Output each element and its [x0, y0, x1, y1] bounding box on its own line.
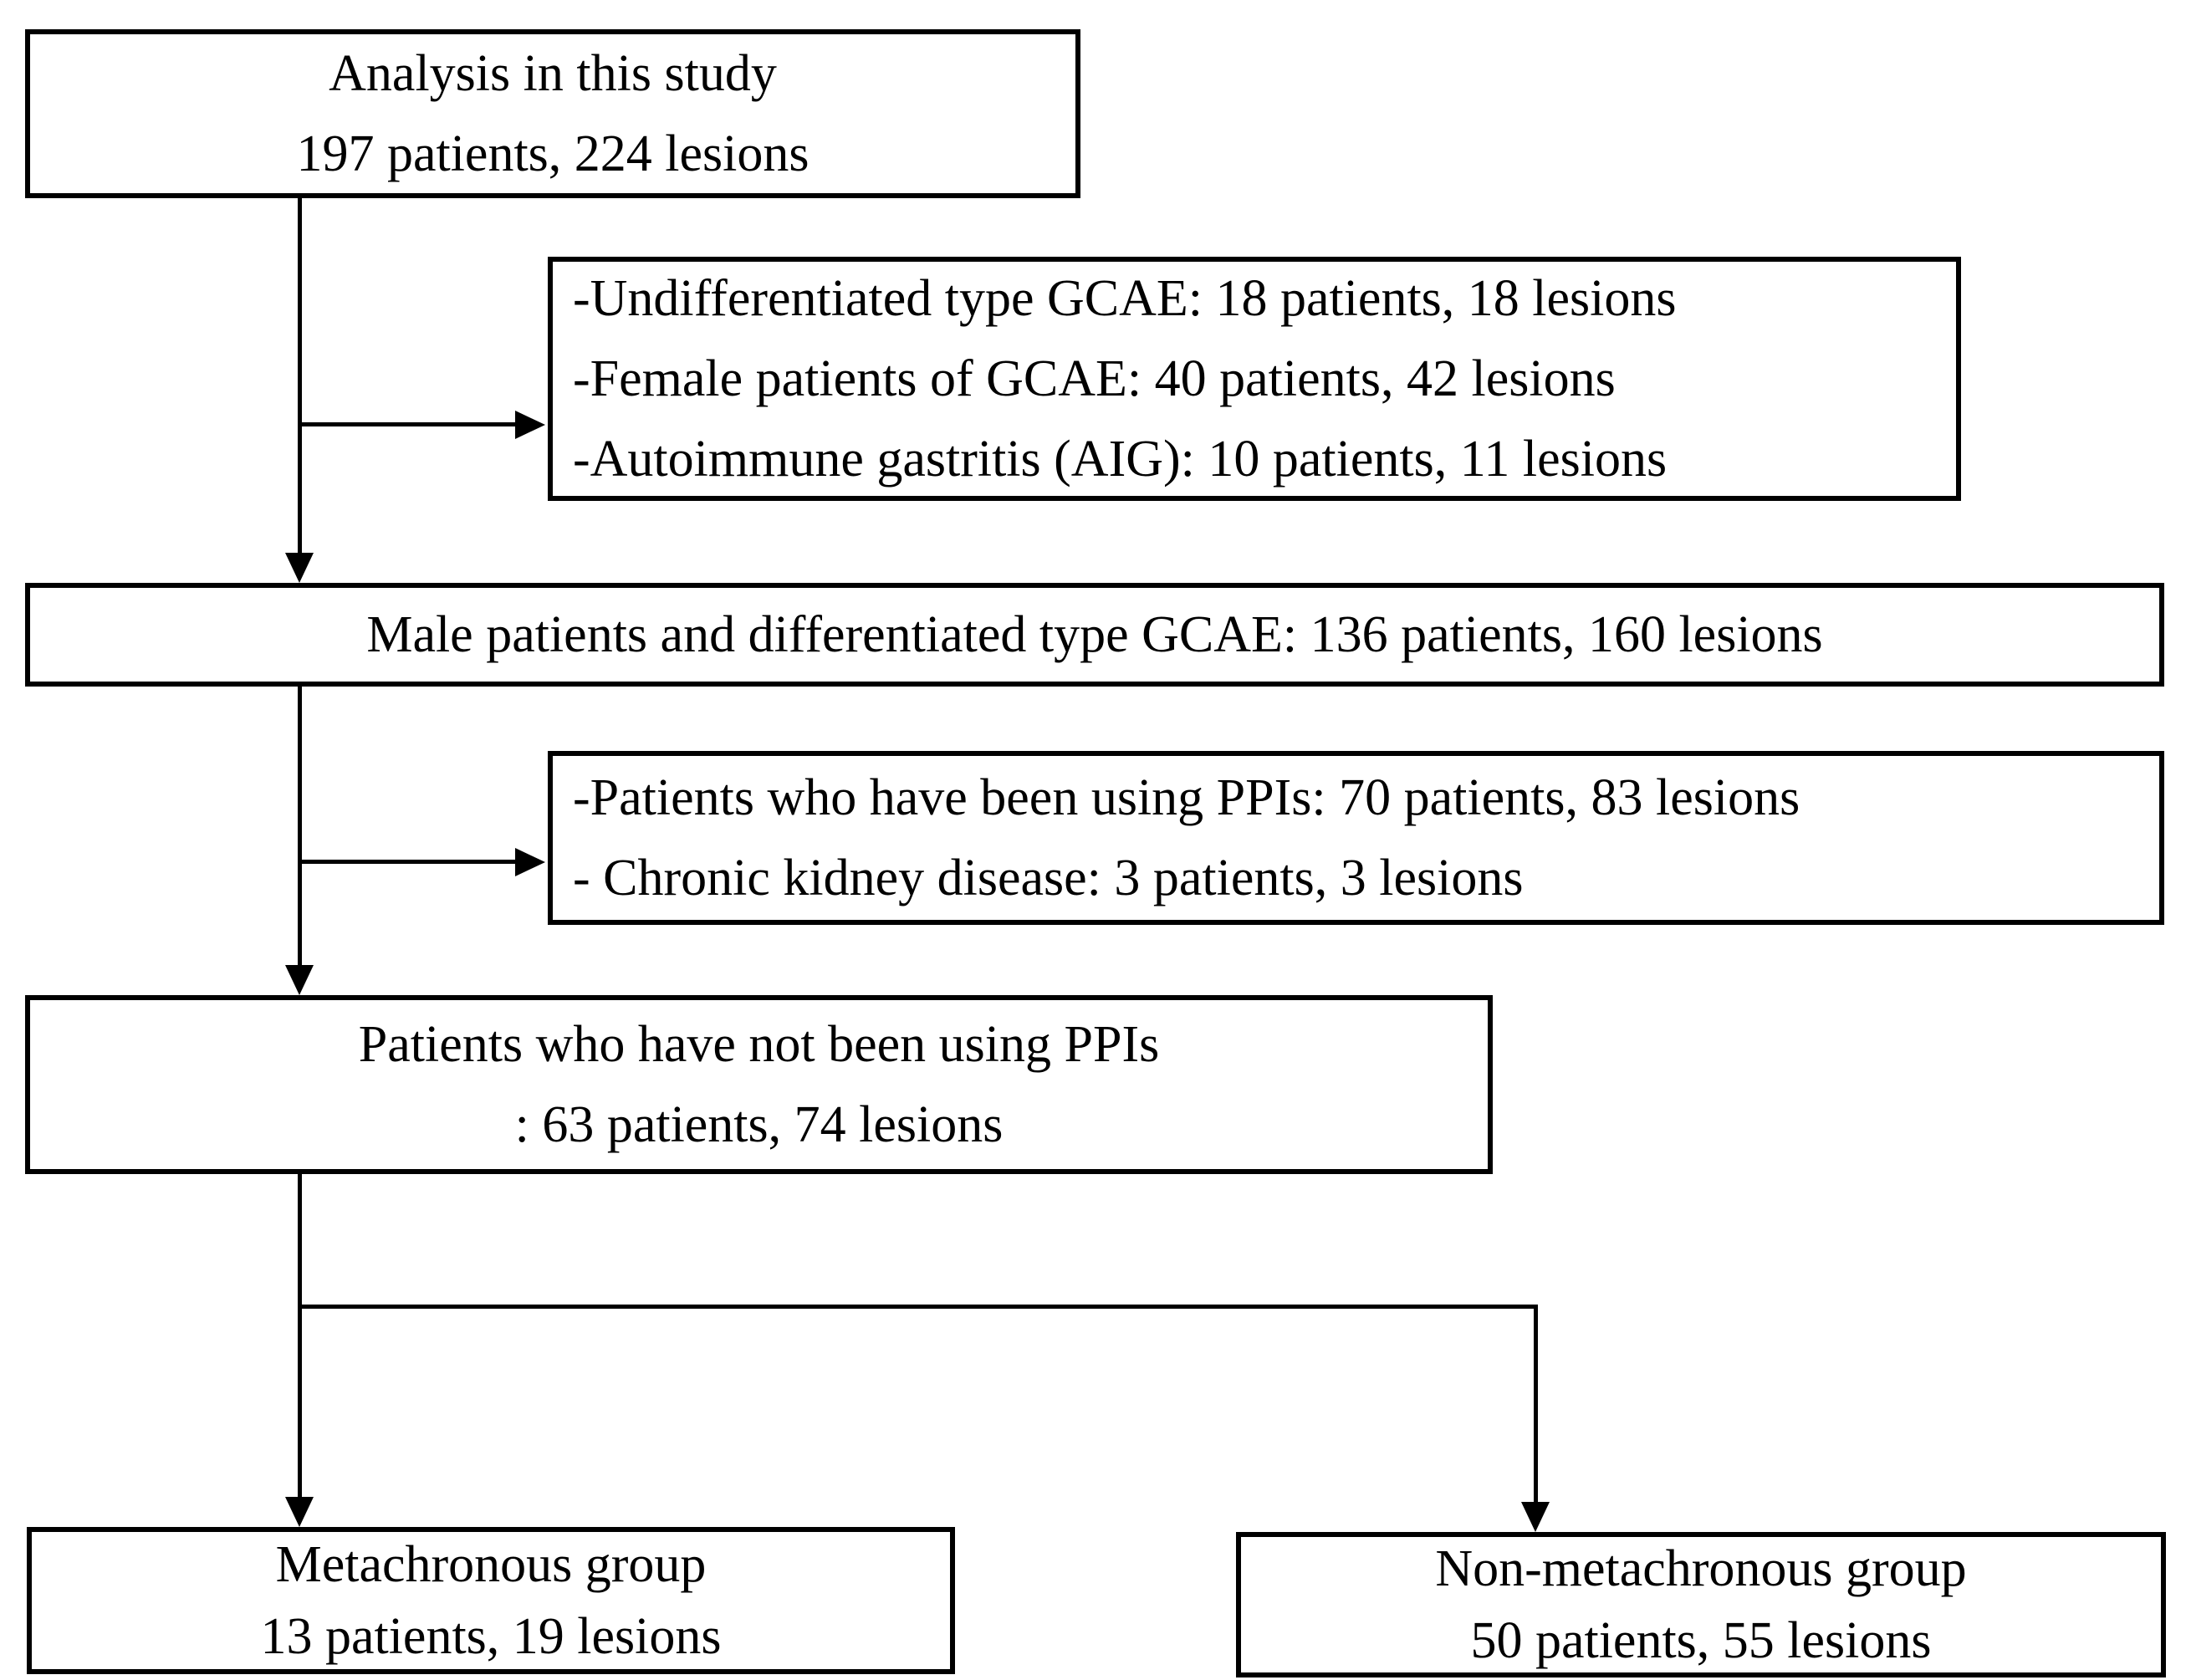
non-metachronous-box: Non-metachronous group 50 patients, 55 l…	[1236, 1532, 2166, 1677]
exclusion-1-line-3: -Autoimmune gastritis (AIG): 10 patients…	[573, 431, 1668, 488]
connector-male-to-noppi-line	[298, 687, 302, 965]
analysis-line-1: Analysis in this study	[329, 45, 777, 102]
exclusion-1-line-2: -Female patients of GCAE: 40 patients, 4…	[573, 350, 1616, 407]
no-ppi-box: Patients who have not been using PPIs : …	[25, 995, 1493, 1174]
male-differentiated-line-1: Male patients and differentiated type GC…	[366, 606, 1823, 663]
analysis-box: Analysis in this study 197 patients, 224…	[25, 29, 1080, 198]
connector-analysis-to-male-line	[298, 198, 302, 554]
connector-branch-horizontal-line	[298, 1305, 1538, 1309]
non-metachronous-line-1: Non-metachronous group	[1435, 1540, 1967, 1597]
arrowhead-down-metachronous-icon	[285, 1497, 314, 1527]
metachronous-box: Metachronous group 13 patients, 19 lesio…	[27, 1527, 955, 1674]
connector-to-non-metachronous-line	[1534, 1305, 1538, 1502]
male-differentiated-box: Male patients and differentiated type GC…	[25, 583, 2164, 687]
arrowhead-right-exclusion-2-icon	[515, 848, 545, 876]
metachronous-line-2: 13 patients, 19 lesions	[260, 1608, 722, 1665]
arrowhead-right-exclusion-1-icon	[515, 411, 545, 439]
exclusion-2-line-2: - Chronic kidney disease: 3 patients, 3 …	[573, 850, 1524, 906]
exclusion-2-line-1: -Patients who have been using PPIs: 70 p…	[573, 769, 1800, 826]
non-metachronous-line-2: 50 patients, 55 lesions	[1470, 1612, 1932, 1669]
analysis-line-2: 197 patients, 224 lesions	[296, 125, 810, 182]
exclusion-1-box: -Undifferentiated type GCAE: 18 patients…	[548, 257, 1961, 501]
arrowhead-down-to-male-icon	[285, 553, 314, 583]
no-ppi-line-2: : 63 patients, 74 lesions	[514, 1096, 1004, 1153]
metachronous-line-1: Metachronous group	[275, 1536, 707, 1593]
exclusion-1-line-1: -Undifferentiated type GCAE: 18 patients…	[573, 270, 1677, 327]
arrowhead-down-to-noppi-icon	[285, 965, 314, 995]
connector-exclusion-1-line	[299, 422, 518, 426]
exclusion-2-box: -Patients who have been using PPIs: 70 p…	[548, 751, 2164, 925]
no-ppi-line-1: Patients who have not been using PPIs	[358, 1016, 1160, 1073]
connector-exclusion-2-line	[299, 860, 518, 864]
connector-noppi-to-metachronous-line	[298, 1174, 302, 1497]
arrowhead-down-non-metachronous-icon	[1521, 1502, 1550, 1532]
